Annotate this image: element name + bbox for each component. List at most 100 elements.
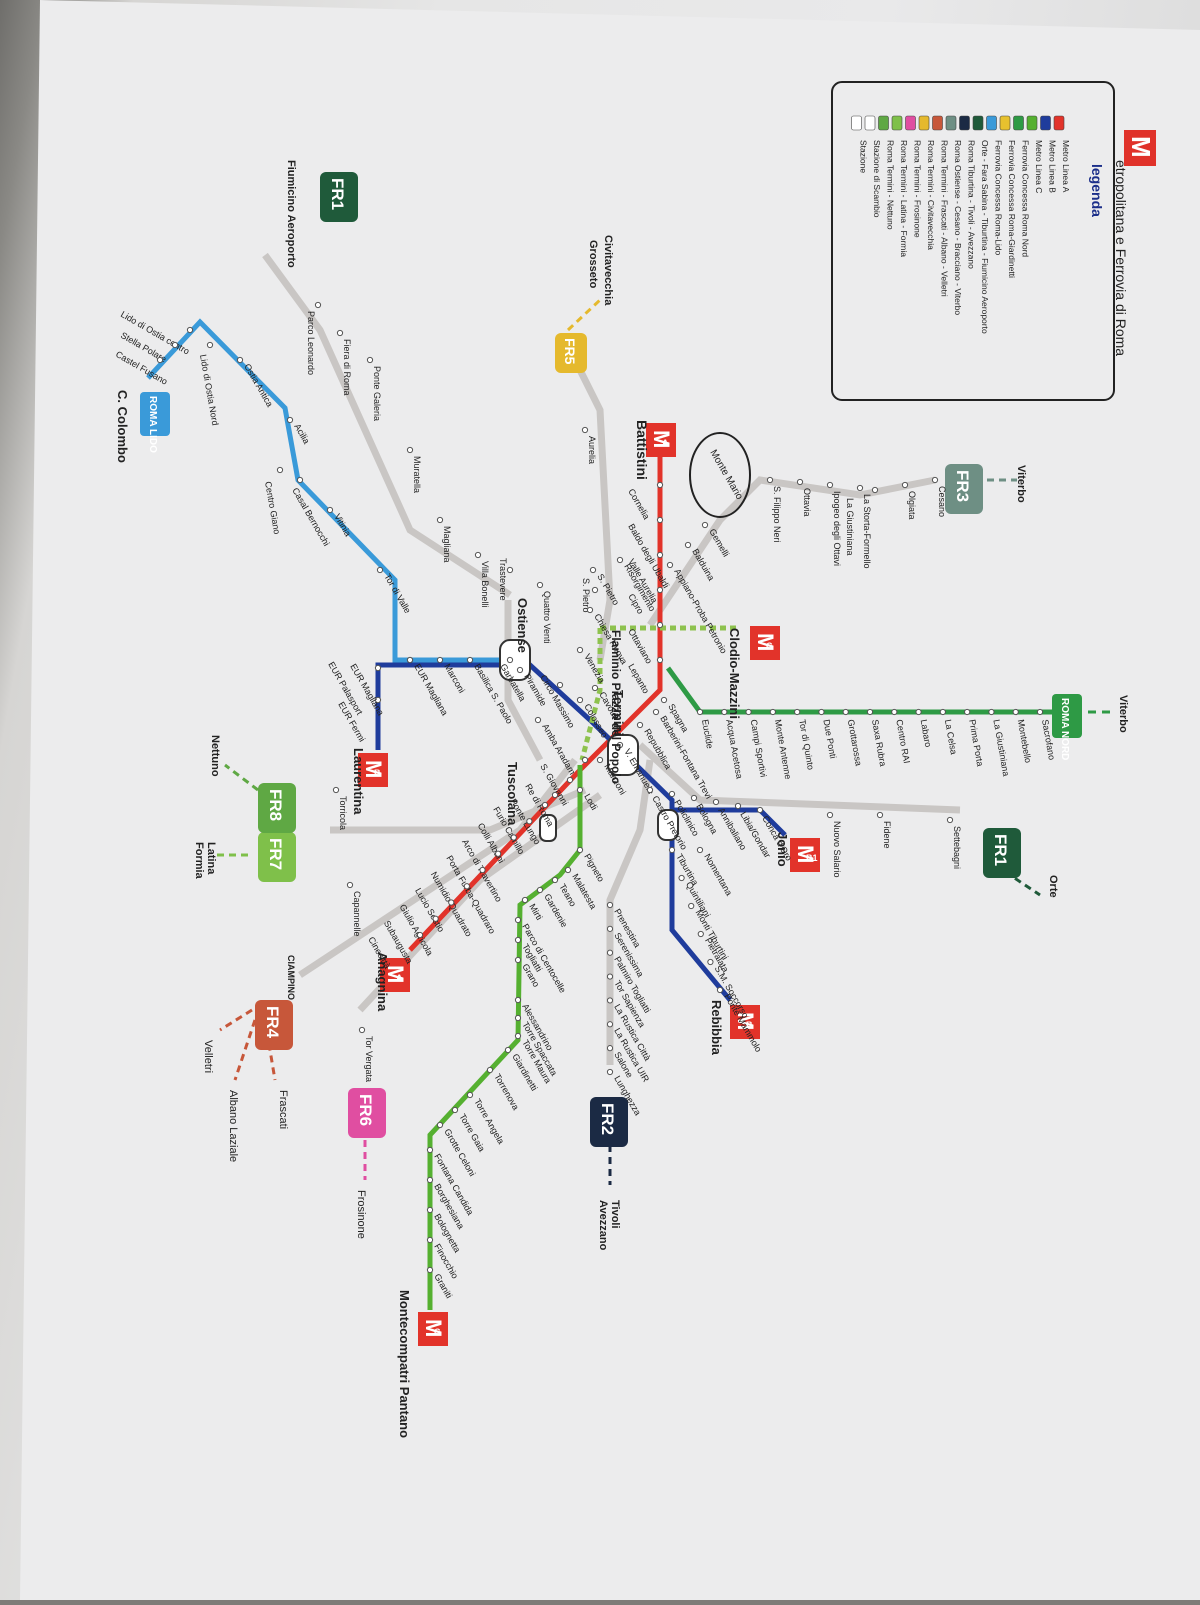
- station-dot: [591, 684, 599, 692]
- station-dot: [286, 416, 294, 424]
- station-dot: [406, 446, 414, 454]
- station-dot: [206, 341, 214, 349]
- terminal-anagnina: Anagnina: [375, 952, 390, 1012]
- station-label: Fiera di Roma: [342, 339, 352, 396]
- fr8-badge-text: FR8: [266, 789, 285, 821]
- station-dot: [842, 708, 849, 716]
- station-dot: [656, 586, 664, 594]
- station-dot: [690, 794, 698, 802]
- fr2-badge: [590, 1097, 628, 1147]
- monte-mario-circle: [689, 432, 751, 518]
- station-dot: [576, 646, 584, 654]
- station-dot: [589, 566, 597, 574]
- fr8-badge: [258, 783, 296, 833]
- station-dot: [336, 329, 344, 337]
- station-label: Ottavia: [802, 488, 812, 517]
- station-dot: [514, 936, 522, 944]
- legend-swatch-fr2: [959, 115, 970, 131]
- fr1-line: [262, 252, 512, 598]
- svg-text:M: M: [793, 845, 818, 863]
- terminal-rebibbia: Rebibbia: [709, 1000, 724, 1056]
- destination-grosseto: Grosseto: [587, 240, 599, 289]
- station-label: Tor Vergata: [364, 1036, 374, 1082]
- station-dot: [358, 1026, 366, 1034]
- station-label: Cesano: [937, 486, 947, 517]
- metro-b-badge-laurentina: [358, 753, 388, 787]
- station-dot: [436, 1121, 444, 1129]
- station-dot: [1012, 708, 1019, 716]
- metro-badge-letter-mc: C: [766, 641, 773, 651]
- station-dot: [688, 902, 695, 910]
- station-dot: [769, 708, 776, 716]
- station-dot: [171, 341, 179, 349]
- destination-frascati: Frascati: [277, 1090, 289, 1129]
- station-dot: [426, 1176, 434, 1184]
- terminal-c_colombo: C. Colombo: [115, 390, 130, 463]
- station-dot: [506, 566, 514, 574]
- roma-nord-badge-text: ROMA NORD: [1059, 698, 1070, 760]
- fr4-badge: [255, 1000, 293, 1050]
- legend-swatch-ma: [1053, 115, 1065, 131]
- metro-c-badge-clodio: [750, 626, 780, 660]
- legend-swatch-fr8: [878, 115, 889, 131]
- station-dot: [636, 721, 644, 729]
- legend-label-mc: Metro Linea C: [1034, 140, 1044, 193]
- station-label: Settebagni: [952, 826, 962, 869]
- station-dot: [964, 708, 971, 716]
- station-label: Ipogeo degli Ottavi: [832, 491, 842, 566]
- destination-formia: Formia: [193, 842, 205, 880]
- station-dot: [716, 986, 724, 994]
- station-dot: [721, 708, 728, 716]
- legend-label-fr1: Orte - Fara Sabina - Tiburtina - Fiumici…: [980, 140, 990, 334]
- legend-swatch-rl: [986, 115, 997, 131]
- station-dot: [536, 886, 544, 894]
- metro-c-badge-pantano: [418, 1312, 448, 1346]
- station-dot: [794, 708, 801, 716]
- fr7-badge: [258, 832, 296, 882]
- svg-text:M: M: [383, 965, 408, 983]
- station-dot: [871, 486, 879, 494]
- destination-velletri: Velletri: [202, 1040, 214, 1073]
- station-dot: [296, 476, 304, 484]
- station-dot: [514, 956, 522, 964]
- legend-label-st: Stazione: [859, 140, 869, 173]
- legend-title: etropolitana e Ferrovia di Roma: [1113, 160, 1129, 356]
- station-dot: [696, 708, 704, 716]
- station-dot: [656, 656, 664, 664]
- station-label: Labaro: [919, 719, 934, 748]
- station-dot: [521, 896, 529, 904]
- station-dot: [479, 866, 486, 874]
- fr3-badge: [945, 464, 983, 514]
- station-dot: [332, 786, 340, 794]
- fr6-badge: [348, 1088, 386, 1138]
- fr5-dash: [566, 298, 602, 332]
- station-dot: [876, 811, 884, 819]
- station-dot: [606, 997, 614, 1004]
- station-dot: [666, 561, 674, 569]
- fr7-badge-text: FR7: [266, 838, 285, 870]
- legend-label-mb: Metro Linea B: [1048, 140, 1058, 193]
- legend-swatch-sc: [864, 115, 876, 131]
- legend-label-rl: Ferrovia Concessa Roma-Lido: [994, 140, 1004, 256]
- destination-fiumicino: Fiumicino Aeroporto: [285, 160, 297, 268]
- station-label: Aurelia: [587, 436, 597, 464]
- metro-c-tram-line: [579, 628, 603, 761]
- legend-swatch-fr7: [891, 115, 903, 131]
- station-dot: [514, 916, 522, 924]
- legend-m-letter: M: [1126, 136, 1156, 158]
- station-label: Ponte Galeria: [372, 366, 382, 421]
- terminal-flaminio: Flaminio Piazza del Popolo: [609, 630, 623, 784]
- station-dot: [866, 708, 874, 716]
- station-dot: [314, 301, 322, 309]
- metro-b-badge-rebibbia: [730, 1005, 760, 1039]
- station-dot: [474, 551, 482, 559]
- station-label: Torricola: [338, 796, 348, 830]
- legend-swatch-fr6: [905, 115, 916, 131]
- legend-swatch-fr5: [918, 115, 930, 131]
- legend-m-logo: [1124, 130, 1156, 166]
- terminal-clodio: Clodio-Mazzini: [727, 628, 742, 719]
- station-label: Villa Bonelli: [480, 561, 490, 607]
- station-dot: [660, 696, 668, 704]
- station-label: Capannelle: [352, 891, 362, 937]
